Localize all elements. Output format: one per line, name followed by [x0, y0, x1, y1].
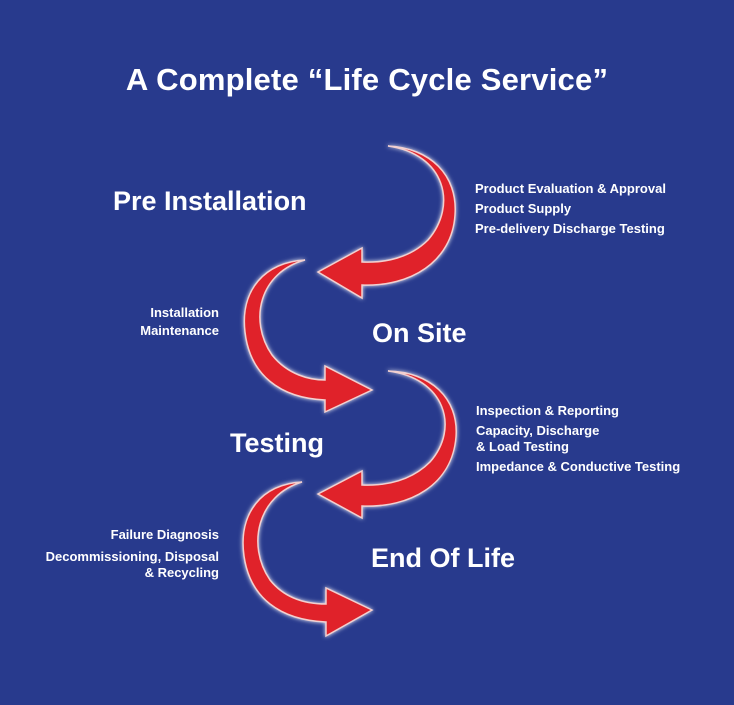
list-item: Pre-delivery Discharge Testing — [475, 221, 665, 236]
list-item: Installation — [150, 305, 219, 320]
stage-end-of-life: End Of Life — [371, 543, 515, 573]
stage-pre-installation: Pre Installation — [113, 186, 307, 216]
list-item: Product Evaluation & Approval — [475, 181, 666, 196]
list-item: Impedance & Conductive Testing — [476, 459, 681, 474]
list-item: Capacity, Discharge — [476, 423, 600, 438]
arrow-pre-installation — [316, 145, 456, 300]
arrow-end-of-life — [242, 481, 374, 638]
on-site-list: Installation Maintenance — [140, 305, 219, 343]
list-item: Product Supply — [475, 201, 572, 216]
testing-list: Inspection & Reporting Capacity, Dischar… — [476, 403, 680, 479]
list-item: Maintenance — [140, 323, 219, 338]
page-title: A Complete “Life Cycle Service” — [125, 62, 609, 97]
end-of-life-list: Failure Diagnosis Decommissioning, Dispo… — [46, 527, 219, 585]
list-item: Inspection & Reporting — [476, 403, 619, 418]
stage-testing: Testing — [230, 428, 324, 458]
pre-installation-list: Product Evaluation & Approval Product Su… — [475, 181, 666, 241]
arrow-testing — [316, 370, 457, 520]
list-item: Decommissioning, Disposal — [45, 549, 219, 564]
list-item: Failure Diagnosis — [110, 527, 219, 542]
list-item: & Load Testing — [476, 439, 569, 454]
stage-on-site: On Site — [372, 318, 467, 348]
list-item: & Recycling — [144, 565, 219, 580]
arrow-on-site — [243, 259, 374, 414]
